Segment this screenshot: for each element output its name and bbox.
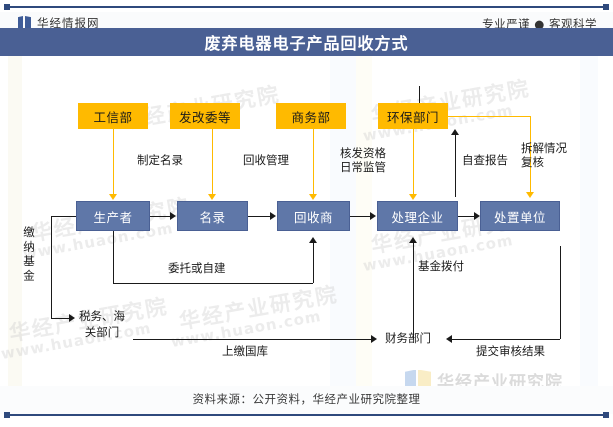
arrowhead-right-icon	[270, 212, 276, 220]
edge-label-shangjiaoguoku: 上缴国库	[222, 344, 268, 358]
brand: 华经情报网	[18, 15, 100, 31]
submit-result-line-v	[560, 246, 561, 339]
connector-fagaiwei-catalog	[212, 129, 213, 194]
authority-box-huanbaobumen[interactable]: 环保部门	[378, 103, 448, 129]
chain-box-producer[interactable]: 生产者	[76, 201, 150, 231]
arrowhead-up-icon	[451, 129, 459, 135]
chain-box-recycler[interactable]: 回收商	[277, 201, 350, 231]
bottom-node-tax-customs[interactable]: 税务、海 关部门	[79, 309, 125, 339]
edge-label-huishouguanli: 回收管理	[243, 153, 289, 167]
chain-box-label: 生产者	[93, 209, 133, 225]
entrust-line-v1	[113, 231, 114, 283]
arrowhead-down-icon	[409, 194, 417, 200]
entrust-line-h	[113, 283, 313, 284]
page-title: 废弃电器电子产品回收方式	[204, 34, 409, 53]
arrowhead-up-icon	[309, 237, 317, 243]
connector-shangwubu-recycler	[313, 129, 314, 194]
arrowhead-down-icon	[208, 194, 216, 200]
top-rule-cap-left	[4, 4, 10, 10]
submit-result-line-h	[452, 339, 560, 340]
diagram-canvas: 华经产业研究院 www.huaon.com 华经产业研究院 www.huaon.…	[0, 56, 613, 386]
bottom-rule-cap-right	[603, 412, 609, 418]
connector-huanbao-processing	[413, 129, 414, 194]
connector-gongxinbu-producer	[113, 129, 114, 194]
pay-fund-line-h-top	[51, 216, 76, 217]
edge-label-hefaziges: 核发资格 日常监管	[340, 146, 386, 174]
arrowhead-down-icon	[309, 194, 317, 200]
chain-box-disposal-unit[interactable]: 处置单位	[480, 201, 560, 231]
edge-label-zhidingminglu: 制定名录	[137, 153, 183, 167]
bottom-rule-cap-left	[4, 412, 10, 418]
authority-box-fagaiwei[interactable]: 发改委等	[170, 103, 240, 129]
edge-label-chaijieqingkuang: 拆解情况 复核	[521, 141, 567, 169]
entrust-line-v2	[313, 243, 314, 283]
top-rule-cap-right	[603, 4, 609, 10]
arrowhead-right-icon	[69, 314, 75, 322]
arrowhead-down-icon	[526, 192, 534, 198]
arrowhead-right-icon	[371, 335, 377, 343]
title-band: 废弃电器电子产品回收方式	[0, 28, 613, 56]
chain-box-label: 回收商	[293, 209, 333, 225]
brand-name: 华经情报网	[37, 16, 100, 30]
chain-box-label: 名录	[199, 209, 226, 225]
tagline: 专业严谨 ● 客观科学	[482, 17, 597, 31]
connector-stub-above-huanbao	[419, 86, 420, 103]
arrowhead-left-icon	[446, 335, 452, 343]
fund-allocation-line	[413, 243, 414, 339]
edge-label-weituohuozijian: 委托或自建	[168, 261, 226, 275]
authority-box-gongxinbu[interactable]: 工信部	[78, 103, 148, 129]
watermark-url: www.huaon.com	[0, 318, 153, 364]
chain-box-label: 处理企业	[391, 209, 444, 225]
authority-box-label: 工信部	[93, 109, 133, 125]
top-rule	[8, 6, 605, 8]
edge-label-zichabaogao: 自查报告	[462, 153, 508, 167]
watermark-institute: 华经产业研究院	[177, 282, 341, 334]
arrowhead-right-icon	[474, 212, 480, 220]
book-mark-icon	[18, 16, 31, 30]
pay-fund-line-h-bottom	[51, 318, 69, 319]
arrowhead-up-icon	[409, 237, 417, 243]
authority-box-label: 商务部	[291, 109, 331, 125]
side-label-jiaonajijin: 缴纳基金	[22, 226, 36, 284]
chain-arrow-2-line	[248, 216, 270, 217]
chain-box-processing-enterprise[interactable]: 处理企业	[377, 201, 458, 231]
source-text: 资料来源：公开资料，华经产业研究院整理	[192, 392, 421, 406]
arrowhead-right-icon	[170, 212, 176, 220]
connector-huanbao-disposal-v	[530, 116, 531, 192]
chain-arrow-1-line	[150, 216, 170, 217]
chain-box-catalog[interactable]: 名录	[177, 201, 248, 231]
arrowhead-right-icon	[370, 212, 376, 220]
chain-arrow-3-line	[350, 216, 370, 217]
arrowhead-down-icon	[109, 194, 117, 200]
bottom-node-finance-dept[interactable]: 财务部门	[385, 331, 431, 345]
chain-arrow-4-line	[458, 216, 474, 217]
bottom-rule	[8, 414, 605, 416]
treasury-line	[133, 339, 371, 340]
connector-processing-huanbao	[455, 135, 456, 197]
source-bar	[0, 386, 613, 414]
edge-label-tijiaoshenhejieguo: 提交审核结果	[476, 344, 545, 358]
authority-box-label: 环保部门	[386, 109, 439, 125]
edge-label-jijinbofu: 基金拨付	[418, 259, 464, 273]
authority-box-label: 发改委等	[178, 109, 231, 125]
connector-huanbao-disposal-h	[448, 116, 530, 117]
authority-box-shangwubu[interactable]: 商务部	[276, 103, 346, 129]
pay-fund-line-v	[51, 216, 52, 318]
chain-box-label: 处置单位	[493, 209, 546, 225]
